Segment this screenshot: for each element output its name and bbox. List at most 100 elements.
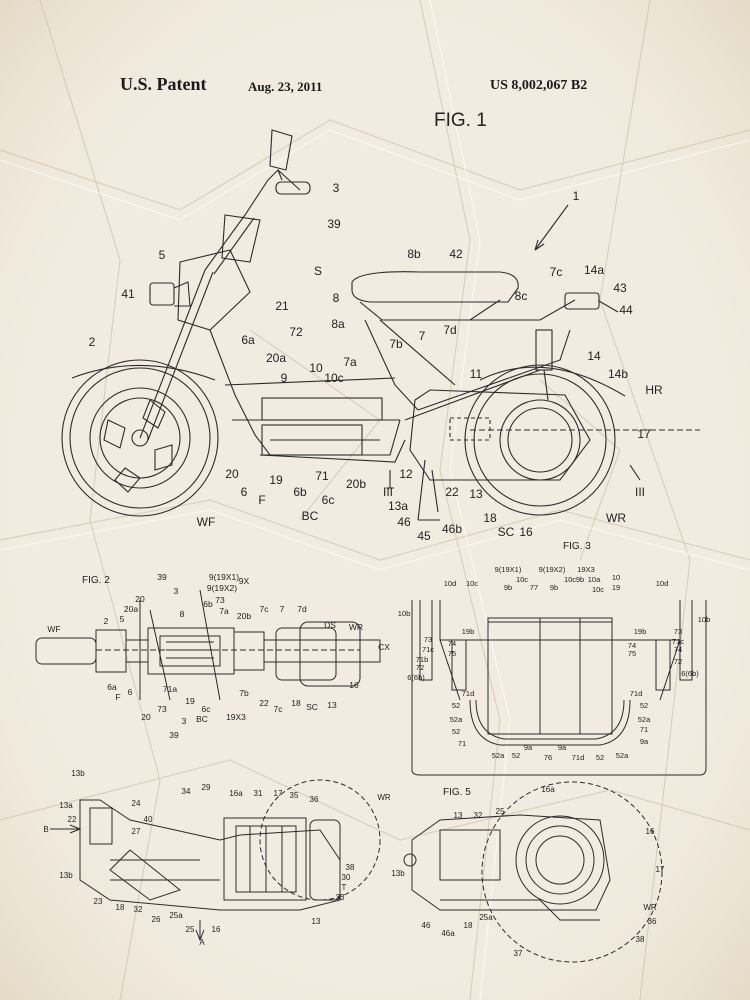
svg-text:16a: 16a [541, 785, 555, 794]
svg-text:73: 73 [674, 627, 682, 636]
svg-text:73: 73 [157, 704, 167, 714]
fig1-ref: 20b [346, 477, 366, 491]
svg-text:10b: 10b [398, 609, 411, 618]
svg-text:9b: 9b [576, 575, 584, 584]
svg-text:10: 10 [612, 573, 620, 582]
fig1-ref: 14a [584, 263, 604, 277]
svg-text:52: 52 [512, 751, 520, 760]
svg-text:71c: 71c [672, 637, 684, 646]
fig1-ref: III [635, 485, 645, 499]
svg-text:7c: 7c [274, 704, 284, 714]
svg-text:9(19X1): 9(19X1) [495, 565, 522, 574]
svg-text:18: 18 [464, 921, 473, 930]
svg-text:SC: SC [306, 702, 318, 712]
svg-text:13a: 13a [59, 801, 73, 810]
svg-text:25: 25 [496, 807, 505, 816]
fig1-ref: 22 [445, 485, 459, 499]
svg-text:25a: 25a [479, 913, 493, 922]
svg-text:CX: CX [378, 642, 390, 652]
svg-text:13: 13 [454, 811, 463, 820]
svg-text:10d: 10d [444, 579, 457, 588]
svg-text:46a: 46a [441, 929, 455, 938]
fig3-title: FIG. 3 [563, 541, 591, 552]
svg-text:10a: 10a [588, 575, 601, 584]
svg-text:52: 52 [596, 753, 604, 762]
fig1-ref: 13a [388, 499, 408, 513]
svg-text:74: 74 [674, 645, 682, 654]
svg-text:37: 37 [514, 949, 523, 958]
svg-text:19: 19 [185, 696, 195, 706]
svg-text:9a: 9a [558, 743, 567, 752]
fig1-ref: 12 [399, 467, 413, 481]
fig1-ref: 7d [443, 323, 456, 337]
svg-text:34: 34 [182, 787, 191, 796]
svg-text:T: T [342, 883, 347, 892]
svg-text:20: 20 [141, 712, 151, 722]
svg-text:75: 75 [448, 649, 456, 658]
svg-text:9(19X2): 9(19X2) [207, 583, 237, 593]
svg-text:32: 32 [134, 905, 143, 914]
svg-text:73: 73 [424, 635, 432, 644]
svg-text:36: 36 [648, 917, 657, 926]
svg-text:71d: 71d [630, 689, 643, 698]
svg-text:26: 26 [152, 915, 161, 924]
fig1-ref: 17 [637, 427, 651, 441]
svg-text:6(6b): 6(6b) [407, 673, 425, 682]
fig1-ref: 20 [225, 467, 239, 481]
fig1-ref: 8c [515, 289, 528, 303]
fig1-ref: 20a [266, 351, 286, 365]
fig1-ref: 45 [417, 529, 431, 543]
patent-label: U.S. Patent [120, 74, 207, 94]
fig1-ref: 13 [469, 487, 483, 501]
svg-text:31: 31 [254, 789, 263, 798]
patent-number: US 8,002,067 B2 [490, 78, 588, 93]
fig1-ref: F [258, 493, 265, 507]
svg-text:3: 3 [182, 716, 187, 726]
svg-text:71: 71 [640, 725, 648, 734]
svg-text:71a: 71a [163, 684, 177, 694]
svg-text:71c: 71c [422, 645, 434, 654]
fig1-ref: WF [197, 515, 216, 529]
svg-text:A: A [199, 938, 205, 947]
svg-text:19: 19 [612, 583, 620, 592]
fig1-ref: SC [498, 525, 515, 539]
svg-text:35: 35 [290, 791, 299, 800]
fig1-ref: 7a [343, 355, 357, 369]
svg-text:52: 52 [640, 701, 648, 710]
svg-text:16: 16 [646, 827, 655, 836]
svg-text:52a: 52a [638, 715, 651, 724]
fig1-ref: 7b [389, 337, 403, 351]
svg-text:20b: 20b [237, 611, 251, 621]
svg-text:71d: 71d [462, 689, 475, 698]
svg-text:33: 33 [336, 893, 345, 902]
svg-text:24: 24 [132, 799, 141, 808]
fig1-ref: 8b [407, 247, 421, 261]
svg-text:29: 29 [202, 783, 211, 792]
svg-text:71b: 71b [416, 655, 429, 664]
fig1-ref: 6a [241, 333, 255, 347]
svg-text:9a: 9a [640, 737, 649, 746]
svg-text:10b: 10b [698, 615, 711, 624]
svg-text:9b: 9b [504, 583, 512, 592]
svg-text:7b: 7b [239, 688, 249, 698]
fig1-ref: 7 [419, 329, 426, 343]
svg-text:10d: 10d [656, 579, 669, 588]
svg-text:B: B [43, 825, 48, 834]
fig1-ref: HR [645, 383, 663, 397]
svg-text:WR: WR [377, 793, 391, 802]
svg-text:10c: 10c [592, 585, 604, 594]
svg-text:9X: 9X [239, 576, 250, 586]
svg-text:3: 3 [174, 586, 179, 596]
svg-text:F: F [115, 692, 120, 702]
fig1-ref: 18 [483, 511, 497, 525]
svg-text:19X3: 19X3 [577, 565, 595, 574]
svg-text:6(6b): 6(6b) [681, 669, 699, 678]
svg-text:19b: 19b [634, 627, 647, 636]
fig1-ref: 6b [293, 485, 307, 499]
